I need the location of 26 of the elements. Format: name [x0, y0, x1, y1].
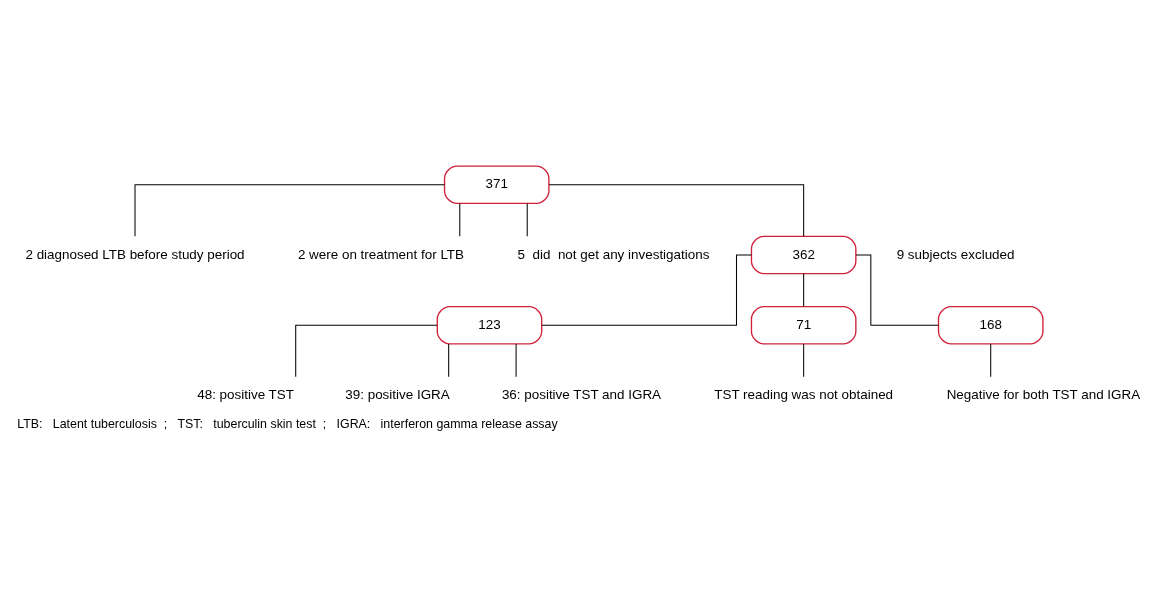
- connector: [459, 202, 461, 237]
- node-text: 39: positive IGRA: [345, 386, 450, 402]
- node-box: 71: [750, 305, 857, 345]
- connector: [295, 324, 438, 377]
- label: 9 subjects excluded: [896, 246, 1015, 262]
- connector: [134, 183, 446, 237]
- node-text: 2 were on treatment for LTB: [297, 246, 465, 262]
- node-text: TST reading was not obtained: [714, 386, 894, 402]
- connector: [803, 343, 805, 377]
- node-box: 371: [443, 164, 550, 204]
- node-text: 5 did not get any investigations: [517, 246, 710, 262]
- connector: [803, 272, 805, 307]
- caption: LTB: Latent tuberculosis ; TST: tuberculin skin test ; IGRA: interferon gamma release assay: [17, 416, 558, 431]
- connector: [448, 343, 450, 377]
- connector: [990, 343, 992, 377]
- node-text: Negative for both TST and IGRA: [946, 386, 1141, 402]
- connector: [526, 202, 528, 237]
- node-text: 2 diagnosed LTB before study period: [25, 246, 245, 262]
- connector: [855, 254, 939, 326]
- node-box: 168: [937, 305, 1044, 345]
- node-text: 48: positive TST: [197, 386, 294, 402]
- node-text: 36: positive TST and IGRA: [501, 386, 662, 402]
- connector: [541, 254, 752, 326]
- connector: [548, 183, 805, 237]
- node-box: 362: [750, 235, 857, 274]
- node-box: 123: [436, 305, 543, 345]
